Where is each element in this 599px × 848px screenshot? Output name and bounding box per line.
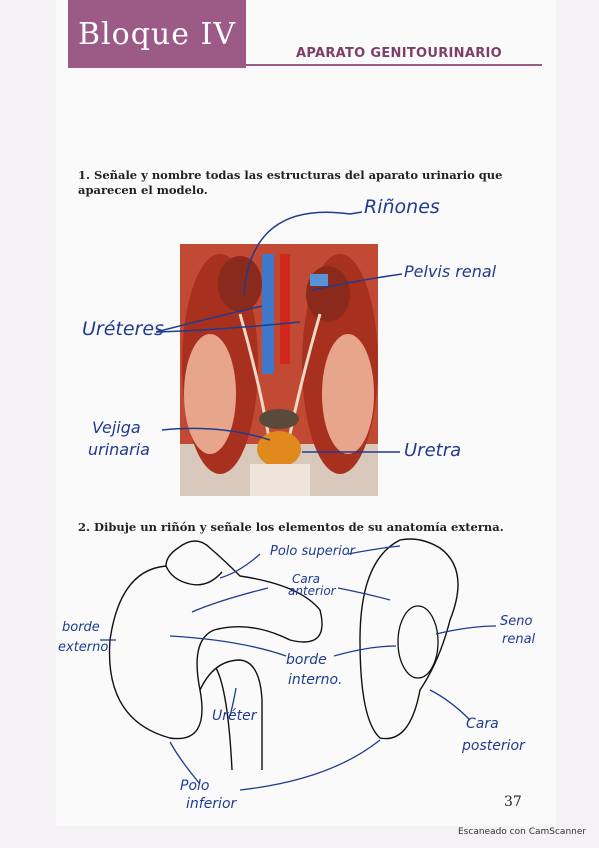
- urinary-model-photo: [180, 244, 378, 496]
- scanner-watermark: Escaneado con CamScanner: [458, 827, 587, 837]
- label-polo-inferior: inferior: [186, 796, 237, 812]
- label-polo-superior: Polo superior: [270, 544, 356, 559]
- label-borde-externo: externo: [58, 640, 109, 655]
- question-2: 2. Dibuje un riñón y señale los elemento…: [78, 520, 504, 534]
- label-cara-posterior: posterior: [462, 738, 525, 754]
- label-vejiga: Vejiga: [92, 418, 141, 437]
- label-urinaria: urinaria: [88, 440, 150, 459]
- label-cara-1: Cara: [292, 572, 321, 586]
- block-title: Bloque IV: [68, 0, 246, 68]
- label-polo-1: Polo: [180, 778, 210, 794]
- label-cara-anterior: anterior: [288, 584, 336, 598]
- label-uretra: Uretra: [404, 440, 462, 461]
- label-renal: renal: [502, 632, 536, 647]
- header-rule: [246, 64, 542, 66]
- label-borde-int-1: borde: [286, 652, 327, 668]
- label-pelvis-renal: Pelvis renal: [404, 262, 497, 281]
- label-ureteres: Uréteres: [82, 318, 164, 340]
- question-1: 1. Señale y nombre todas las estructuras…: [78, 168, 503, 197]
- label-ureter: Uréter: [212, 708, 257, 724]
- page-number: 37: [504, 794, 522, 810]
- label-seno: Seno: [500, 614, 533, 629]
- section-title: APARATO GENITOURINARIO: [296, 46, 502, 61]
- label-cara-2: Cara: [466, 716, 499, 732]
- block-title-text: Bloque IV: [78, 16, 237, 52]
- label-borde-1: borde: [62, 620, 100, 635]
- label-borde-interno: interno.: [288, 672, 343, 688]
- label-rinones: Riñones: [364, 196, 440, 218]
